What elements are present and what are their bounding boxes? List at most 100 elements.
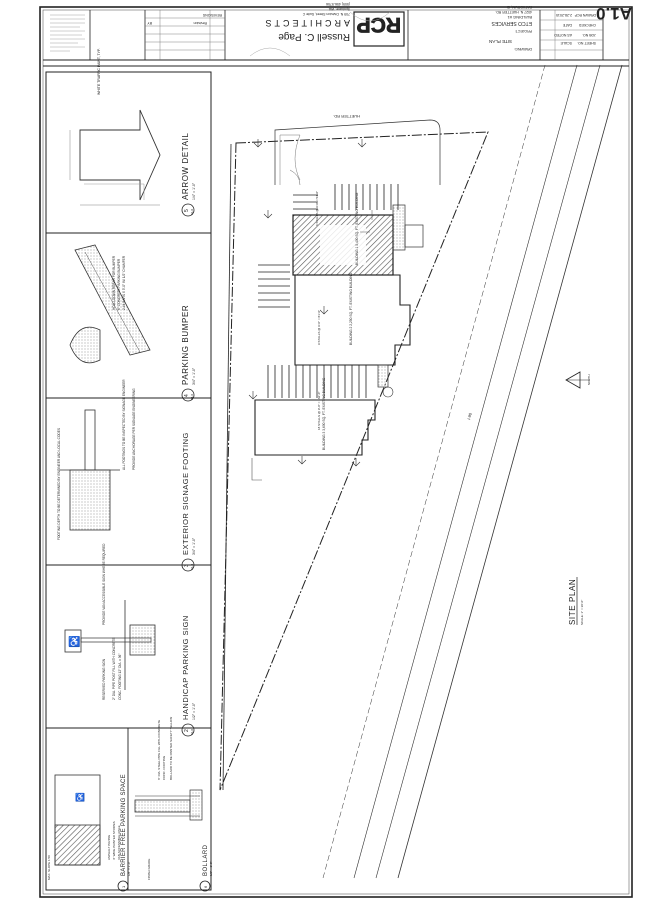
space-note-1: ASPHALT PAVING <box>107 834 111 860</box>
scale-value: AS NOTED <box>554 33 572 37</box>
detail-number-bubble <box>181 203 195 217</box>
project-building: BUILDING #1 <box>507 15 532 20</box>
detail-scale: 3/4" = 1'-0" <box>192 367 196 385</box>
firm-logo: RCP <box>357 13 401 36</box>
bollard-section <box>134 799 191 813</box>
bumper-note-3: 2-#4 BARS X 5'-0" W/ 1/2" CHAMFER <box>122 255 126 310</box>
property-line <box>219 131 489 791</box>
detail-bollard: 6" DIA. STEEL PIPE FILL WITH CONCRETE CO… <box>134 717 213 892</box>
bollard-note-1: 6" DIA. STEEL PIPE FILL WITH CONCRETE <box>157 720 161 780</box>
scale-label: SCALE <box>560 41 572 45</box>
title-block: A1.0 SHEET NO. JOB NO. CHECKED DRAWN RCP… <box>43 2 632 67</box>
detail-sheet-ref: A1.0 <box>190 208 194 215</box>
parking-dimension-2: 6 STALLS @ 9'-0" = 54'-0" <box>315 191 319 226</box>
firm-phone: (509) 456-9756 <box>326 2 350 6</box>
revision-by-label: BY <box>147 21 152 25</box>
detail-sheet-ref: A1.0 <box>190 728 194 735</box>
arrow-graphic <box>79 109 161 201</box>
checked-label: CHECKED <box>578 23 596 27</box>
bumper-note-2: 6" CONCRETE PARKING BUMPER <box>117 258 121 310</box>
firm-address: 709 N. Division Street, Suite C <box>302 12 350 16</box>
accessibility-icon: ♿ <box>68 635 80 648</box>
drawing-label: DRAWING: <box>514 47 532 51</box>
project-city: RATHDRUM, ID <box>506 5 532 9</box>
project-address: 4027 N. HUETTER RD. <box>495 10 532 14</box>
north-arrow-icon: NORTH <box>565 371 591 389</box>
detail-title: EXTERIOR SIGNAGE FOOTING <box>181 432 190 555</box>
sheet-inner-border <box>42 9 630 895</box>
building-2 <box>294 274 411 366</box>
accessibility-symbol-icon: ♿ <box>75 792 85 802</box>
bollard-note-4: BOLLARD TO BE PAINTED SAFETY YELLOW <box>169 717 173 780</box>
huetter-road-curb <box>274 119 441 185</box>
building-1-label: BUILDING 1 5,400 SQ. FT. EXISTING BUILDI… <box>355 192 359 265</box>
footing-note-2: PROVIDE ANCHORAGE PER SIGNAGE ENGINEERIN… <box>132 388 136 470</box>
detail-number: 5 <box>184 209 190 212</box>
space-note-4: MAX. SLOPE 1:50 <box>47 855 51 880</box>
detail-scale: 1/2" = 1'-0" <box>192 702 196 720</box>
parking-stalls-west <box>293 194 318 210</box>
parking-dimension-1: 9 STALLS @ 9'-0" = 81'-0" <box>317 310 321 345</box>
detail-number: 3 <box>184 564 190 567</box>
drawn-value: RCP <box>574 13 582 17</box>
bumper-elevation <box>69 326 101 364</box>
building-3 <box>254 399 376 456</box>
highway <box>322 64 623 879</box>
detail-number: 6 <box>203 885 208 888</box>
sheet-title: SITE PLAN <box>489 39 512 44</box>
detail-title: HANDICAP PARKING SIGN <box>181 615 190 720</box>
sign-note-3: 2" DIA. PIPE POST FILL WITH CONCRETE <box>112 637 116 700</box>
sign-note-4: CONC. FOOTING 12" DIA. x 36" <box>118 654 122 700</box>
detail-title: PARKING BUMPER <box>181 305 190 385</box>
detail-scale: 1/4" = 1'-0" <box>192 182 196 200</box>
detail-number: 2 <box>184 729 190 732</box>
sheet-border <box>39 6 633 898</box>
detail-parking-bumper: HOLD-DOWN REBAR FOR BUMPER 6" CONCRETE P… <box>69 244 196 402</box>
project-label: PROJECT: <box>515 29 532 33</box>
detail-handicap-sign: ♿ RESERVED PARKING SIGN PROVIDE VAN ACCE… <box>64 543 196 737</box>
detail-title: BARRIER FREE PARKING SPACE <box>121 774 127 876</box>
detail-title: BOLLARD <box>203 844 209 876</box>
parking-dimension-3: 18 STALLS @ 9'-0" = 162'-0" <box>317 391 321 430</box>
north-label: NORTH <box>587 374 591 385</box>
road-label: HUETTER RD. <box>333 114 360 119</box>
building-2-label: BUILDING 2 2,250 SQ. FT. EXISTING BUILDI… <box>349 272 353 345</box>
detail-number-bubble <box>181 388 195 402</box>
footing-note-3: FOOTING DEPTH TO BE DETERMINED BY ENGINE… <box>57 428 61 540</box>
detail-number-bubble <box>181 723 195 737</box>
bumper-isometric <box>74 244 151 356</box>
bollard-note-2: CONC. FOOTING <box>162 755 166 780</box>
highway-label: I-90 <box>466 412 473 421</box>
arrow-note: WHITE TRAFFIC PAINT, TYP. <box>97 48 101 95</box>
detail-scale: 1/2" = 1'-0" <box>209 861 213 876</box>
sign-note-1: RESERVED PARKING SIGN <box>102 658 106 700</box>
drawn-label: DRAWN <box>582 13 596 17</box>
parking-stalls-north <box>334 184 399 210</box>
firm-name: Russell C. Page <box>278 31 350 42</box>
sign-note-2: PROVIDE VAN ACCESSIBLE SIGN WHERE REQUIR… <box>102 543 106 625</box>
detail-number-bubble <box>117 880 129 892</box>
parking-stalls-middle <box>267 365 367 398</box>
detail-number-bubble <box>199 880 211 892</box>
revisions-label: REVISIONS <box>202 13 222 17</box>
date-value: 2-28-2015 <box>556 13 572 17</box>
detail-sheet-ref: A1.0 <box>190 393 194 400</box>
detail-arrow: 5 A1.0 ARROW DETAIL 1/4" = 1'-0" WHITE T… <box>69 48 196 217</box>
building-3-label: BUILDING 3 3,600 SQ. FT. EXISTING BUILDI… <box>322 377 326 450</box>
footing-note-1: ALL FOOTINGS TO BE INSPECTED BY SIGNAGE … <box>122 379 126 470</box>
bollard-note-3: FINISH GRADE <box>147 859 151 880</box>
footing-section <box>69 469 111 531</box>
project-name: ETCO SERVICES <box>491 20 532 26</box>
detail-sheet-ref: A1.0 <box>190 563 194 570</box>
firm-logo-box <box>353 11 405 47</box>
detail-scale: 1/8" = 1'-0" <box>127 861 131 876</box>
site-plan: I-90 HUETTER RD. BUILDING 1 5,400 SQ. FT… <box>219 64 623 879</box>
sheet-label: SHEET NO. <box>577 41 596 45</box>
revision-label: Revision <box>194 21 207 25</box>
detail-scale: 3/4" = 1'-0" <box>192 537 196 555</box>
parking-stalls-west-2 <box>258 264 290 308</box>
architect-stamp-notes <box>50 14 85 52</box>
detail-number: 1 <box>121 885 126 888</box>
detail-barrier-free-space: ♿ ASPHALT PAVING 4" WIDE PAINTED STRIPES… <box>47 774 131 892</box>
